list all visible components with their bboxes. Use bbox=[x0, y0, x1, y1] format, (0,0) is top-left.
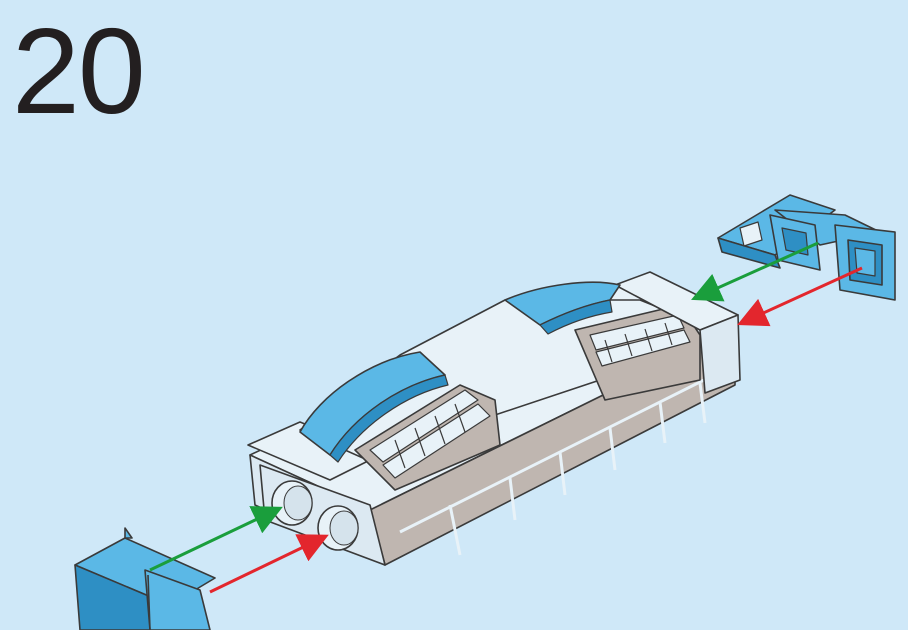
car-body-assembly bbox=[248, 272, 740, 565]
front-red-arrow bbox=[210, 540, 318, 592]
front-green-arrow bbox=[150, 512, 272, 570]
front-bumper-tile bbox=[75, 528, 215, 630]
rear-red-arrow bbox=[748, 268, 862, 320]
